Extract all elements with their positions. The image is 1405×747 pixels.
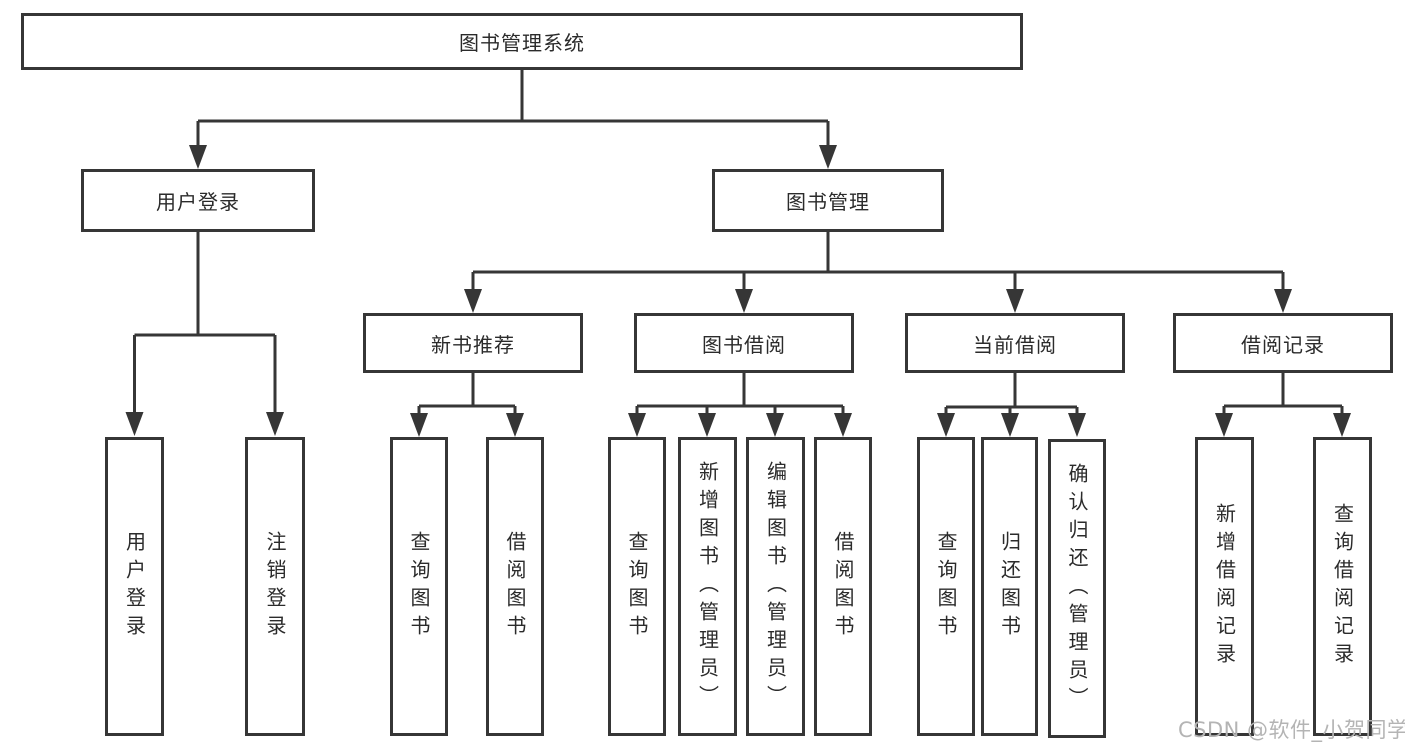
node-label: 用户登录 (156, 190, 240, 214)
leaf-borrow-edit-books-admin: 编辑图书（管理员） (746, 437, 805, 736)
node-label: 确认归还（管理员） (1065, 462, 1089, 715)
node-label: 查询借阅记录 (1330, 502, 1355, 671)
node-label: 注销登录 (263, 530, 287, 643)
leaf-logout: 注销登录 (245, 437, 305, 736)
node-label: 查询图书 (407, 530, 431, 643)
leaf-user-login: 用户登录 (105, 437, 164, 736)
node-label: 用户登录 (122, 530, 147, 643)
leaf-recommend-query-books: 查询图书 (390, 437, 448, 736)
leaf-borrow-query-books: 查询图书 (608, 437, 666, 736)
node-label: 借阅图书 (831, 530, 855, 643)
node-label: 新增图书（管理员） (695, 460, 720, 713)
node-root-library-system: 图书管理系统 (21, 13, 1023, 70)
node-label: 当前借阅 (973, 332, 1057, 357)
node-label: 新增借阅记录 (1212, 502, 1237, 671)
node-label: 借阅图书 (503, 530, 527, 643)
node-label: 借阅记录 (1241, 332, 1325, 357)
node-borrow-records: 借阅记录 (1173, 313, 1393, 373)
node-label: 新书推荐 (431, 332, 515, 357)
leaf-borrow-borrow-books: 借阅图书 (814, 437, 872, 736)
node-label: 图书借阅 (702, 332, 786, 357)
leaf-current-query-books: 查询图书 (917, 437, 975, 736)
node-label: 图书管理 (786, 190, 870, 214)
node-label: 查询图书 (934, 530, 958, 643)
leaf-current-confirm-return-admin: 确认归还（管理员） (1048, 439, 1106, 738)
node-label: 归还图书 (997, 530, 1022, 643)
leaf-record-query-borrow-record: 查询借阅记录 (1313, 437, 1372, 736)
node-label: 编辑图书（管理员） (763, 460, 788, 713)
leaf-borrow-add-books-admin: 新增图书（管理员） (678, 437, 737, 736)
node-book-management: 图书管理 (712, 169, 944, 232)
leaf-record-add-borrow-record: 新增借阅记录 (1195, 437, 1254, 736)
node-book-borrow: 图书借阅 (634, 313, 854, 373)
leaf-recommend-borrow-books: 借阅图书 (486, 437, 544, 736)
node-label: 查询图书 (625, 530, 649, 643)
node-label: 图书管理系统 (459, 31, 585, 55)
watermark: CSDN @软件_小贺同学 (1178, 718, 1405, 742)
leaf-current-return-books: 归还图书 (981, 437, 1038, 736)
node-current-borrow: 当前借阅 (905, 313, 1125, 373)
node-user-login: 用户登录 (81, 169, 315, 232)
node-new-book-recommend: 新书推荐 (363, 313, 583, 373)
